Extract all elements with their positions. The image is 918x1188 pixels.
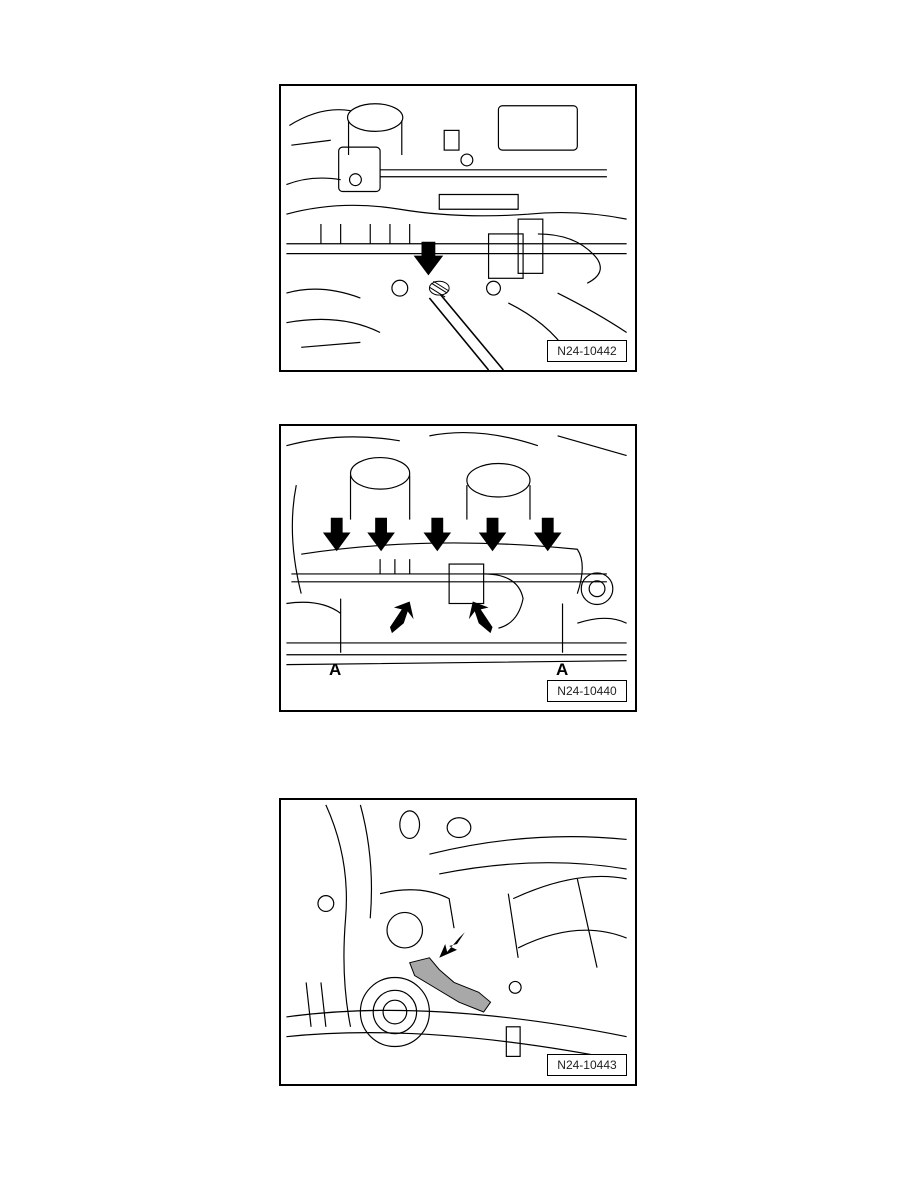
callout-a-left: A: [329, 660, 342, 679]
arrow-up-right-icon: [389, 601, 414, 634]
figure-id-label: N24-10442: [547, 340, 627, 362]
arrow-down-icon: [478, 517, 507, 552]
engine-line-drawing-3: [286, 804, 627, 1062]
figure-id-label: N24-10440: [547, 680, 627, 702]
figure-id-label: N24-10443: [547, 1054, 627, 1076]
arrow-up-left-icon: [468, 601, 493, 634]
engine-line-drawing-2: [286, 432, 627, 666]
arrow-down-icon: [367, 517, 395, 552]
figure-n24-10440: A A N24-10440: [279, 424, 637, 712]
callout-a-right: A: [556, 660, 569, 679]
arrow-down-icon: [423, 517, 452, 552]
highlighted-connector: [409, 932, 492, 1013]
arrow-down-icon: [413, 241, 450, 298]
arrow-down-icon: [533, 517, 562, 552]
engine-line-drawing-1: [286, 103, 627, 370]
figure-n24-10442: N24-10442: [279, 84, 637, 372]
arrow-down-icon: [322, 517, 351, 552]
figure-n24-10443: N24-10443: [279, 798, 637, 1086]
arrow-icons: [322, 517, 562, 634]
arrow-down-left-icon: [439, 932, 465, 958]
